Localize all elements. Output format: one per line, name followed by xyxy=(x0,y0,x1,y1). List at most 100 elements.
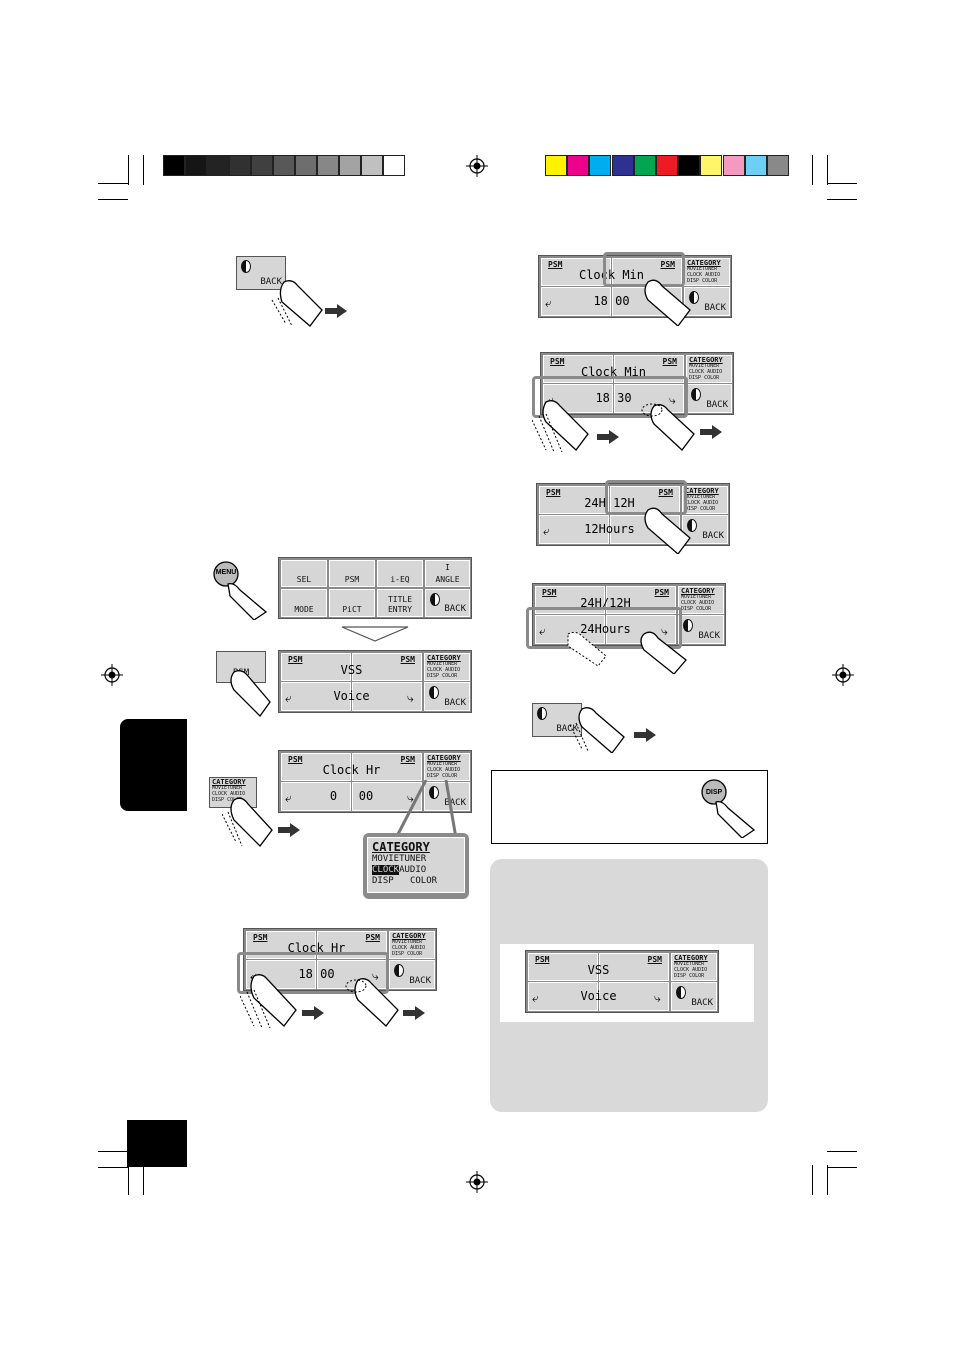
color-swatch xyxy=(545,155,567,176)
knob-icon xyxy=(241,260,251,273)
psm-label: PSM xyxy=(400,655,415,664)
knob-icon xyxy=(430,593,440,606)
back-button[interactable]: BACK xyxy=(424,682,470,711)
left-adjust-cell[interactable] xyxy=(541,287,611,316)
psm-label: PSM xyxy=(548,260,563,269)
knob-icon xyxy=(676,986,686,999)
crop-mark xyxy=(98,1167,128,1168)
psm-right-cell[interactable]: PSM xyxy=(612,258,682,286)
right-adjust-cell[interactable] xyxy=(599,982,669,1011)
page-number-box xyxy=(127,1120,187,1167)
sel-button[interactable]: SEL xyxy=(281,560,327,587)
hour-value: 0 xyxy=(329,789,338,803)
ieq-button[interactable]: i-EQ xyxy=(377,560,423,587)
highlight-frame xyxy=(526,607,682,649)
registration-target-icon xyxy=(101,664,123,686)
back-button[interactable]: BACK xyxy=(425,589,470,617)
highlight-frame xyxy=(237,952,389,994)
menu-button-finger xyxy=(213,561,268,620)
panel-top-text: Clock Hr xyxy=(287,941,346,955)
highlight-frame xyxy=(603,252,685,287)
color-swatch xyxy=(567,155,590,176)
back-button[interactable]: BACK xyxy=(236,256,286,290)
psm-right-cell[interactable]: PSM xyxy=(599,953,669,981)
rotate-left-icon: ⤶ xyxy=(547,393,554,407)
psm-label: PSM xyxy=(660,260,675,269)
right-adjust-cell[interactable] xyxy=(317,960,387,989)
color-swatch xyxy=(678,155,701,176)
left-adjust-cell[interactable] xyxy=(539,515,609,544)
finger-icon xyxy=(271,280,323,327)
gray-swatch xyxy=(207,155,229,176)
back-button[interactable]: BACK xyxy=(678,615,724,644)
psm-left-cell[interactable]: PSM xyxy=(539,486,609,514)
minute-value: 00 xyxy=(358,789,374,803)
crop-mark xyxy=(812,1165,813,1195)
left-adjust-cell[interactable] xyxy=(281,782,351,811)
color-swatch xyxy=(700,155,723,176)
mode-button[interactable]: MODE xyxy=(281,589,327,617)
disp-info-box xyxy=(491,770,768,844)
psm-label: PSM xyxy=(550,357,565,366)
left-adjust-cell[interactable] xyxy=(528,982,598,1011)
psm-right-cell[interactable]: PSM xyxy=(352,653,422,681)
psm-button[interactable]: PSM xyxy=(329,560,375,587)
category-button[interactable]: CATEGORY MOVIETUNER CLOCK AUDIO DISP COL… xyxy=(209,777,257,808)
color-swatch xyxy=(633,155,656,176)
pict-button[interactable]: PiCT xyxy=(329,589,375,617)
crop-mark xyxy=(98,183,128,184)
crop-mark xyxy=(128,155,129,185)
panel-bottom-text: 0 00 xyxy=(281,789,422,803)
panel-bottom-text: 18 00 xyxy=(298,967,335,981)
finger-icon xyxy=(644,507,691,554)
right-adjust-cell[interactable] xyxy=(614,384,684,413)
panel-bottom-text: 12Hours xyxy=(584,522,635,536)
color-swatch xyxy=(767,155,789,176)
menu-button[interactable]: MENU xyxy=(215,569,237,576)
psm-left-cell[interactable]: PSM xyxy=(281,653,351,681)
back-button[interactable]: BACK xyxy=(684,287,730,316)
back-button[interactable]: BACK xyxy=(686,384,732,413)
right-adjust-cell[interactable] xyxy=(352,782,422,811)
zoom-callout-lines xyxy=(396,780,458,839)
color-swatch xyxy=(589,155,612,176)
panel-top-text: Clock Min xyxy=(580,365,647,379)
panel-bottom-text: Voice xyxy=(333,689,370,703)
disp-button[interactable]: DISP xyxy=(705,789,723,796)
rotate-left-icon: ⤶ xyxy=(285,691,292,705)
psm-right-cell[interactable]: PSM xyxy=(352,753,422,781)
crop-mark xyxy=(143,1165,144,1195)
right-adjust-cell[interactable] xyxy=(352,682,422,711)
arrow-right-icon xyxy=(302,1006,324,1020)
psm-label: PSM xyxy=(647,955,662,964)
rotate-left-icon: ⤶ xyxy=(545,296,552,310)
finger-icon xyxy=(222,797,273,847)
psm-label: PSM xyxy=(658,488,673,497)
crop-mark xyxy=(827,155,828,185)
color-swatch xyxy=(722,155,745,176)
psm-left-cell[interactable]: PSM xyxy=(528,953,598,981)
psm-right-cell[interactable]: PSM xyxy=(610,486,680,514)
crop-mark xyxy=(827,1167,857,1168)
category-zoom: CATEGORY MOVIETUNER CLOCKAUDIO DISP COLO… xyxy=(363,833,469,899)
registration-target-icon xyxy=(466,155,488,177)
left-adjust-cell[interactable] xyxy=(281,682,351,711)
crop-mark xyxy=(827,1165,828,1195)
psm-left-cell[interactable]: PSM xyxy=(281,753,351,781)
back-button[interactable]: BACK xyxy=(671,982,717,1011)
back-button[interactable]: BACK xyxy=(389,960,435,989)
psm-left-cell[interactable]: PSM xyxy=(541,258,611,286)
rotate-left-icon: ⤶ xyxy=(285,791,292,805)
knob-icon xyxy=(689,291,699,304)
